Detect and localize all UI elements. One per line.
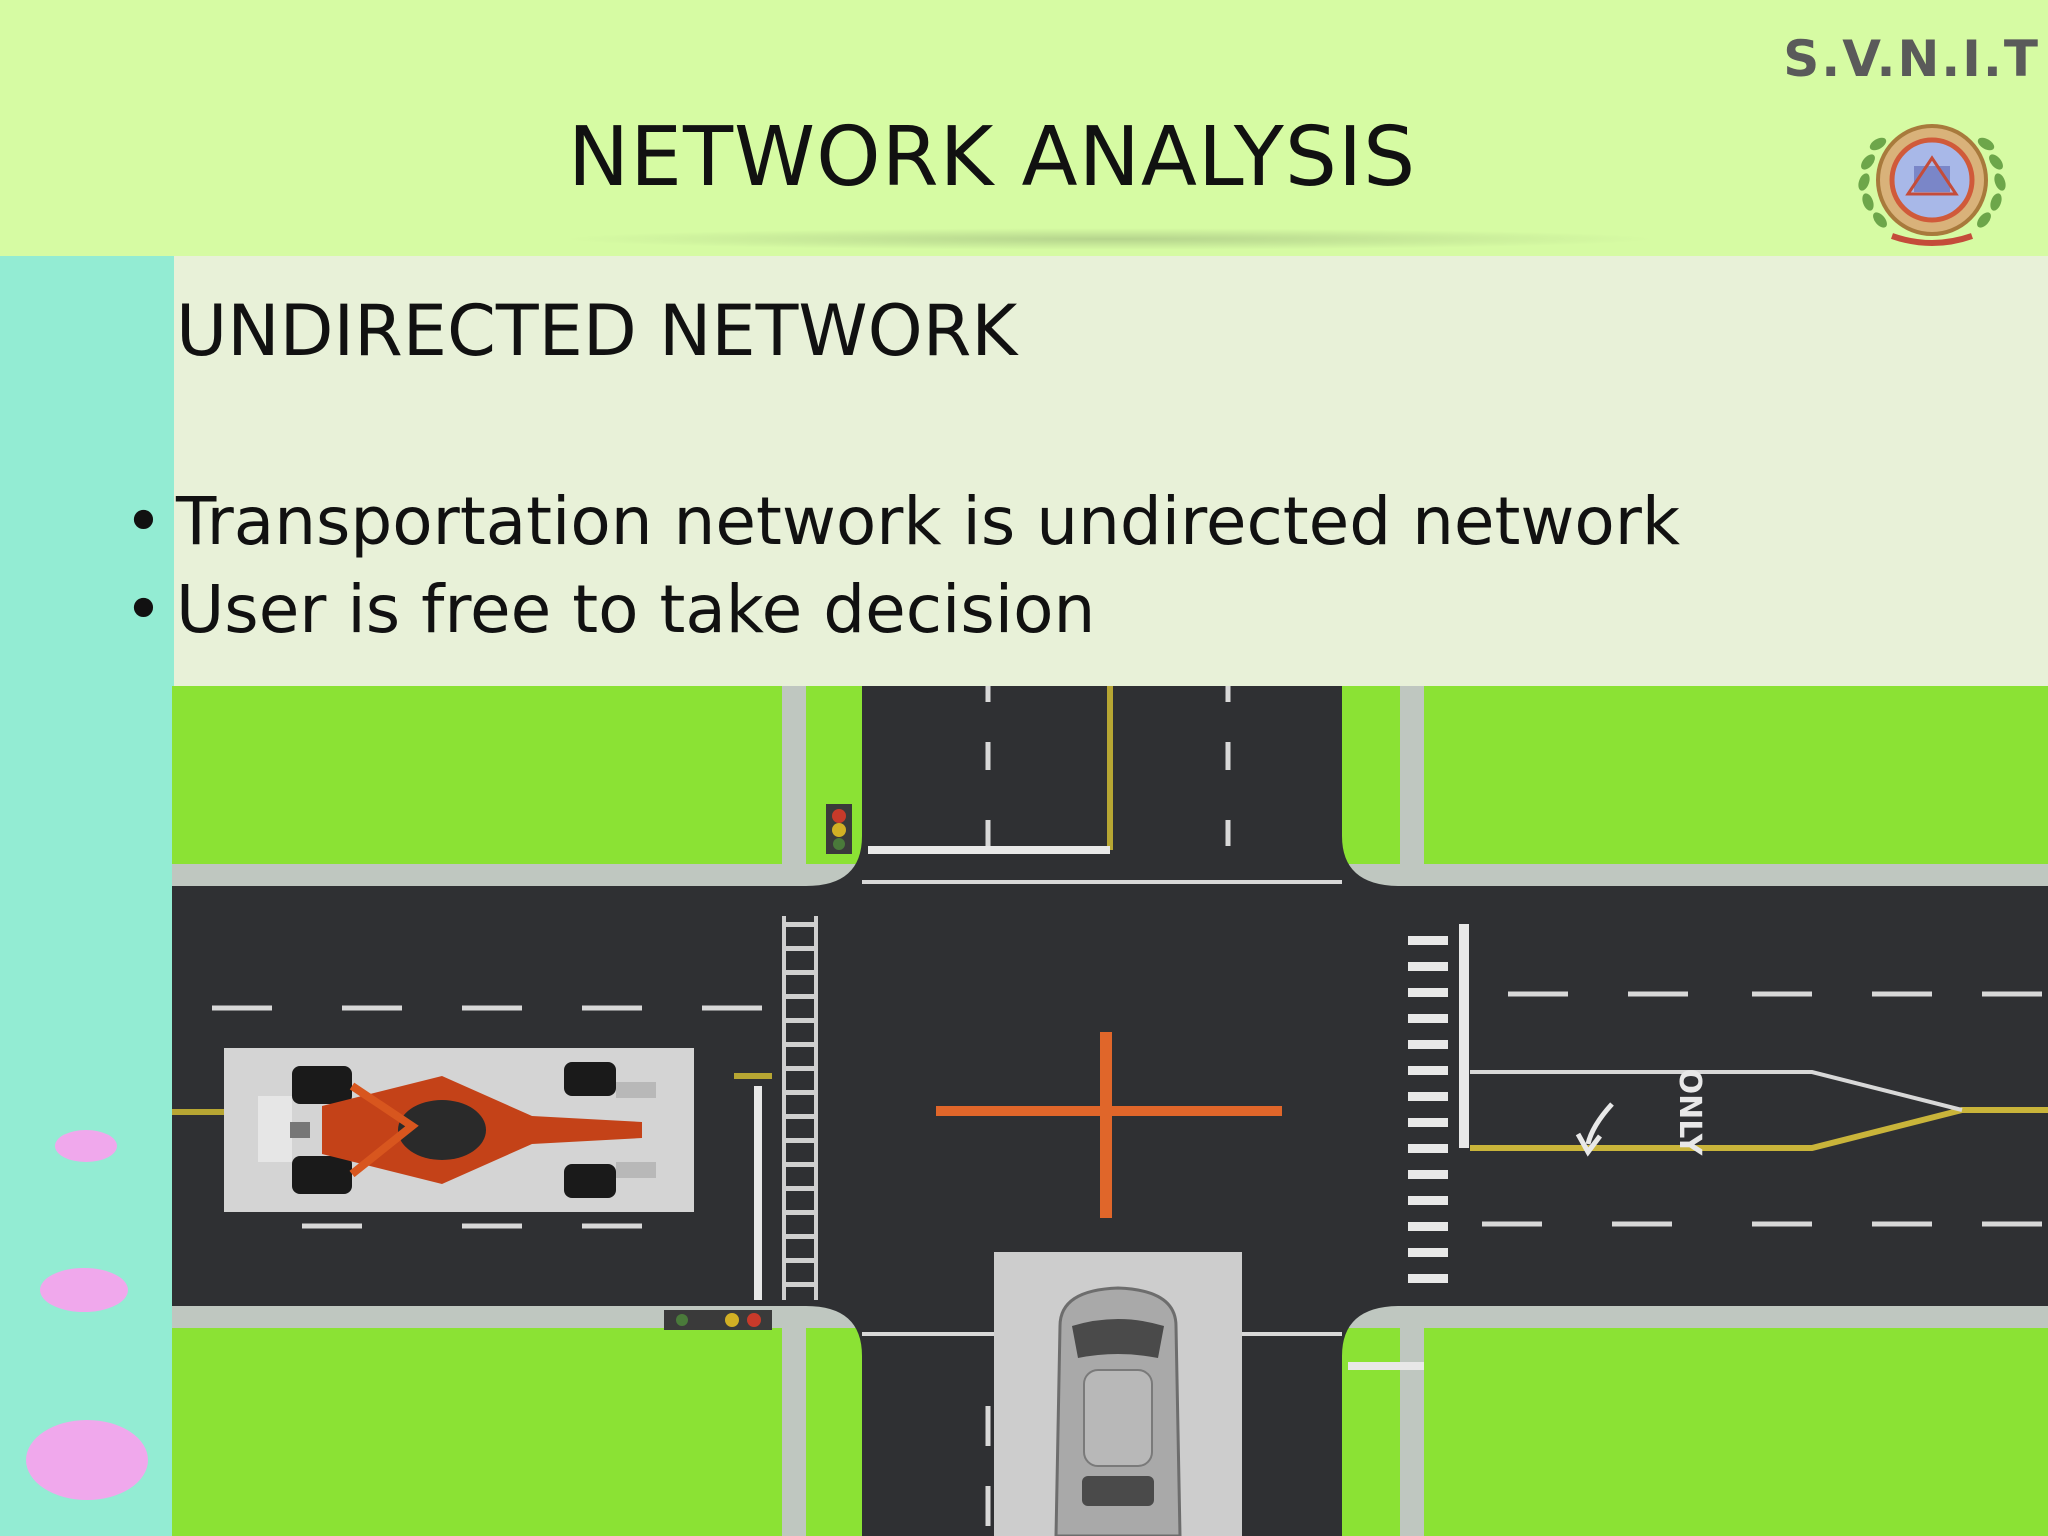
header-shadow (560, 228, 1660, 250)
side-band (0, 256, 174, 1536)
intersection-illustration: ONLY (172, 686, 2048, 1536)
bullet-list: • Transportation network is undirected n… (110, 478, 1680, 654)
decor-dot-small (55, 1130, 117, 1162)
traffic-light-west (664, 1310, 772, 1330)
direction-cross-arrows (936, 1032, 1282, 1218)
traffic-light-north (826, 804, 852, 854)
slide-title: NETWORK ANALYSIS (567, 110, 1417, 205)
brand-name: S.V.N.I.T (1783, 30, 2040, 88)
bullet-item: • User is free to take decision (110, 566, 1680, 654)
bullet-item: • Transportation network is undirected n… (110, 478, 1680, 566)
institute-emblem-icon (1858, 124, 2006, 246)
road-marking-only: ONLY (1672, 1069, 1707, 1157)
slide-subtitle: UNDIRECTED NETWORK (176, 290, 1018, 372)
car (994, 1252, 1242, 1536)
decor-dot-medium (40, 1268, 128, 1312)
race-car (224, 1048, 694, 1212)
header-band (0, 0, 2048, 256)
bullet-marker: • (124, 571, 163, 648)
bullet-text: User is free to take decision (176, 571, 1096, 648)
bullet-marker: • (124, 483, 163, 560)
decor-dot-large (26, 1420, 148, 1500)
bullet-text: Transportation network is undirected net… (176, 483, 1681, 560)
